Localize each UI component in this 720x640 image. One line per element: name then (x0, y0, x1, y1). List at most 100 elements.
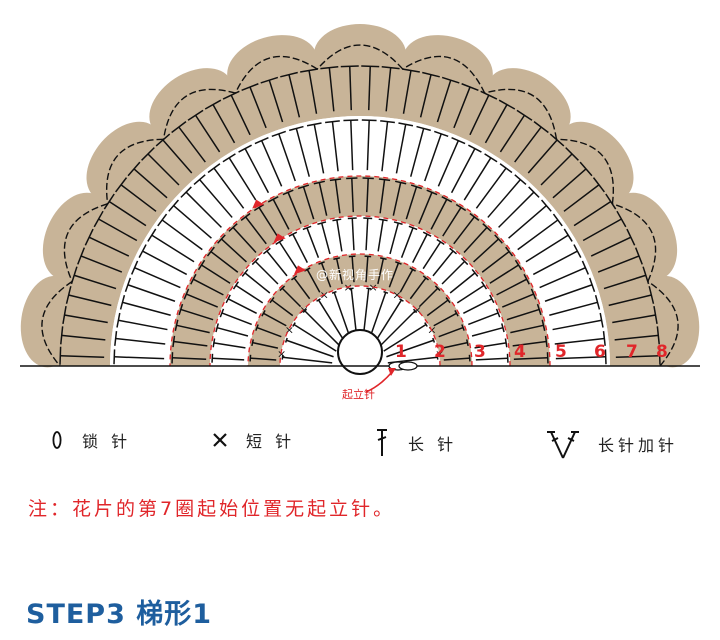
scallop-chain (556, 138, 614, 204)
round-bands (48, 54, 672, 366)
stitch-round-7 (80, 255, 123, 273)
stitch-round-6 (138, 244, 147, 258)
stitch-round-3 (466, 339, 469, 347)
stitch-round-7 (230, 94, 251, 136)
scallop-edge (20, 24, 700, 368)
stitch-round-5 (174, 319, 179, 331)
stitch-round-6 (463, 157, 492, 201)
stitch-round-7 (603, 274, 647, 290)
stitch-round-7 (499, 114, 526, 153)
stitch-round-4 (378, 218, 388, 222)
chart-note: 注：花片的第7圈起始位置无起立针。 (28, 498, 396, 520)
stitch-round-5 (267, 196, 279, 203)
stitch-round-5 (192, 278, 224, 296)
stitch-round-5 (513, 357, 548, 361)
stitch-round-4 (227, 298, 257, 315)
stitch-round-7 (616, 210, 627, 228)
stitch-round-3 (251, 339, 254, 347)
stitch-round-6 (134, 266, 181, 289)
stitch-round-4 (468, 312, 499, 326)
stitch-round-6 (271, 130, 287, 138)
stitch-round-4 (471, 268, 479, 277)
stitch-round-6 (544, 284, 593, 302)
stitch-round-4 (449, 247, 458, 255)
stitch-round-4 (441, 260, 466, 285)
stitch-round-7 (461, 83, 479, 92)
stitch-round-3 (306, 269, 321, 293)
stitch-round-4 (495, 308, 501, 318)
stitch-round-7 (84, 228, 94, 246)
single-crochet-mark: × (392, 289, 401, 302)
stitch-round-3 (438, 326, 464, 338)
stitch-round-6 (147, 228, 157, 242)
stitch-round-6 (554, 337, 605, 345)
stitch-round-7 (582, 218, 622, 242)
stitch-round-6 (116, 312, 121, 328)
stitch-round-7 (453, 86, 471, 129)
stitch-round-7 (608, 294, 652, 307)
legend-item-single: 短 针 (212, 428, 295, 452)
single-crochet-mark: × (285, 324, 294, 337)
stitch-round-6 (306, 122, 322, 127)
stitch-round-3 (422, 275, 429, 281)
stitch-round-7 (241, 83, 259, 92)
chain-stitch-icon (52, 431, 62, 449)
crochet-chart-graphic: ×××××××××× (20, 24, 700, 393)
stitch-round-4 (471, 326, 504, 337)
stitch-round-7 (498, 99, 516, 110)
stitch-round-6 (331, 121, 339, 172)
stitch-round-5 (544, 335, 548, 348)
stitch-round-6 (228, 157, 257, 201)
stitch-round-3 (351, 256, 355, 283)
stitch-round-7 (361, 65, 380, 68)
stitch-round-7 (540, 153, 573, 186)
stitch-round-4 (215, 323, 219, 333)
stitch-round-7 (73, 274, 117, 290)
stitch-round-5 (442, 207, 462, 237)
stitch-round-6 (581, 260, 590, 275)
stitch-round-4 (235, 284, 264, 304)
stitch-round-6 (525, 234, 569, 263)
stitch-round-4 (332, 218, 342, 222)
stitch-round-3 (255, 324, 259, 331)
stitch-round-6 (532, 250, 578, 276)
round-boundary (247, 253, 473, 367)
stitch-round-7 (60, 355, 105, 359)
round-band (210, 216, 510, 366)
stitch-round-4 (262, 247, 271, 255)
stitch-round-7 (605, 193, 617, 210)
stitch-round-6 (122, 301, 171, 316)
scallop-chain (316, 44, 404, 70)
round-boundary (169, 175, 551, 367)
start-stitch-label: 起立针 (342, 388, 375, 401)
stitch-round-4 (400, 227, 414, 258)
stitch-round-7 (422, 71, 440, 78)
stitch-round-4 (288, 231, 298, 237)
stitch-round-5 (514, 259, 523, 271)
single-crochet-icon (213, 433, 227, 447)
stitch-round-7 (64, 314, 108, 324)
stitch-round-5 (302, 186, 315, 220)
stitch-round-6 (180, 186, 192, 198)
stitch-round-6 (124, 277, 132, 293)
row-label-7: 7 (626, 342, 638, 362)
scallop (610, 192, 678, 281)
stitch-round-6 (151, 234, 195, 263)
stitch-round-6 (244, 148, 270, 194)
stitch-round-4 (351, 218, 355, 251)
stitch-round-7 (65, 286, 72, 304)
stitch-round-5 (173, 340, 208, 347)
stitch-round-4 (275, 238, 284, 245)
watermark: @新视角手作 (316, 268, 395, 282)
stitch-round-2 (379, 310, 416, 347)
stitch-round-5 (190, 273, 197, 285)
stitch-round-7 (115, 177, 128, 193)
stitch-round-6 (343, 119, 359, 122)
crochet-chart: ×××××××××× 1 2 3 4 5 6 7 8 @新视角手作 起立针 (20, 24, 700, 401)
stitch-round-5 (240, 212, 251, 221)
stitch-round-7 (288, 74, 301, 118)
stitch-round-2 (292, 322, 296, 327)
stitch-round-6 (604, 349, 607, 365)
stitch-round-7 (68, 294, 112, 307)
stitch-round-6 (552, 213, 563, 227)
